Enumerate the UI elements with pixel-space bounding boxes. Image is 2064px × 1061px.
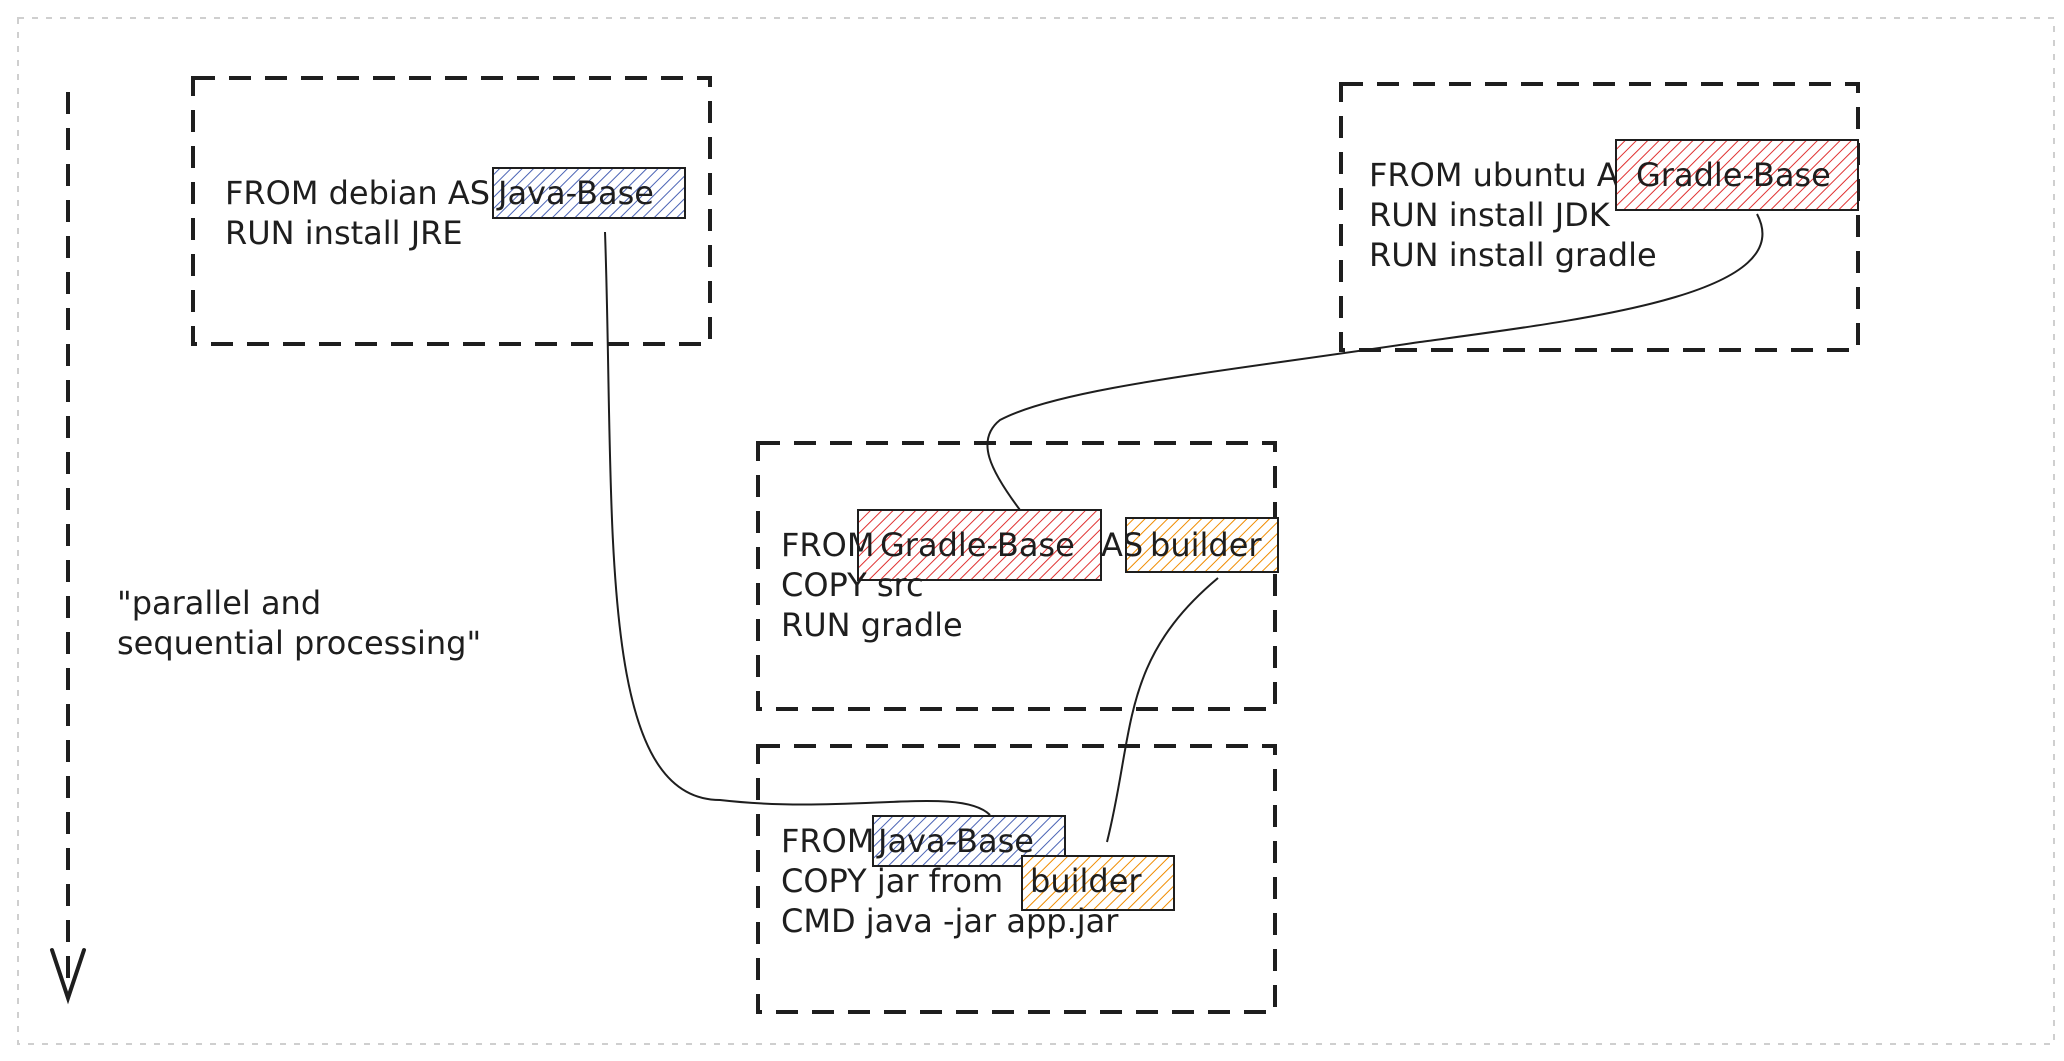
stage-box-builder bbox=[756, 441, 1277, 711]
stage-gradle-base: FROM ubuntu AS Gradle-Base RUN install J… bbox=[1339, 82, 1860, 352]
builder-from-keyword: FROM bbox=[781, 526, 874, 564]
gradle-base-from-prefix: FROM ubuntu AS bbox=[1369, 156, 1639, 194]
final-base-ref: Java-Base bbox=[876, 822, 1034, 860]
outer-frame bbox=[17, 17, 2055, 1045]
base-ref-tag-gradle-base bbox=[857, 509, 1102, 581]
gradle-base-line-3: RUN install gradle bbox=[1369, 236, 1657, 274]
stage-builder: FROM Gradle-Base AS builder COPY src RUN… bbox=[756, 441, 1279, 711]
alias-tag-gradle-base bbox=[1615, 139, 1859, 211]
gradle-base-line-2: RUN install JDK bbox=[1369, 196, 1611, 234]
stage-box-final bbox=[756, 744, 1277, 1014]
builder-as-keyword: AS bbox=[1101, 526, 1143, 564]
java-base-line-2: RUN install JRE bbox=[225, 214, 463, 252]
final-line-2-ref: builder bbox=[1030, 862, 1142, 900]
final-line-3: CMD java -jar app.jar bbox=[781, 902, 1119, 940]
alias-tag-java-base bbox=[492, 167, 686, 219]
connector-builder-to-final bbox=[1106, 577, 1219, 843]
stage-java-base: FROM debian AS Java-Base RUN install JRE bbox=[191, 76, 712, 346]
builder-line-2: COPY src bbox=[781, 566, 924, 604]
timeline-note-line-2: sequential processing" bbox=[117, 624, 481, 662]
connector-java-base-to-final bbox=[604, 231, 991, 816]
builder-base-ref: Gradle-Base bbox=[880, 526, 1075, 564]
builder-line-3: RUN gradle bbox=[781, 606, 963, 644]
stage-box-gradle-base bbox=[1339, 82, 1860, 352]
connector-gradle-base-to-builder bbox=[986, 213, 1764, 511]
alias-tag-builder bbox=[1125, 517, 1279, 573]
ref-tag-builder bbox=[1021, 855, 1175, 911]
timeline-note-line-1: "parallel and bbox=[117, 584, 321, 622]
timeline-arrow-down-icon bbox=[50, 948, 86, 1005]
final-line-2-prefix: COPY jar from bbox=[781, 862, 1003, 900]
stage-final: FROM Java-Base COPY jar from builder CMD… bbox=[756, 744, 1277, 1014]
java-base-from-prefix: FROM debian AS bbox=[225, 174, 490, 212]
builder-alias: builder bbox=[1150, 526, 1262, 564]
stage-box-java-base bbox=[191, 76, 712, 346]
gradle-base-alias: Gradle-Base bbox=[1636, 156, 1831, 194]
final-from-keyword: FROM bbox=[781, 822, 874, 860]
java-base-alias: Java-Base bbox=[496, 174, 654, 212]
